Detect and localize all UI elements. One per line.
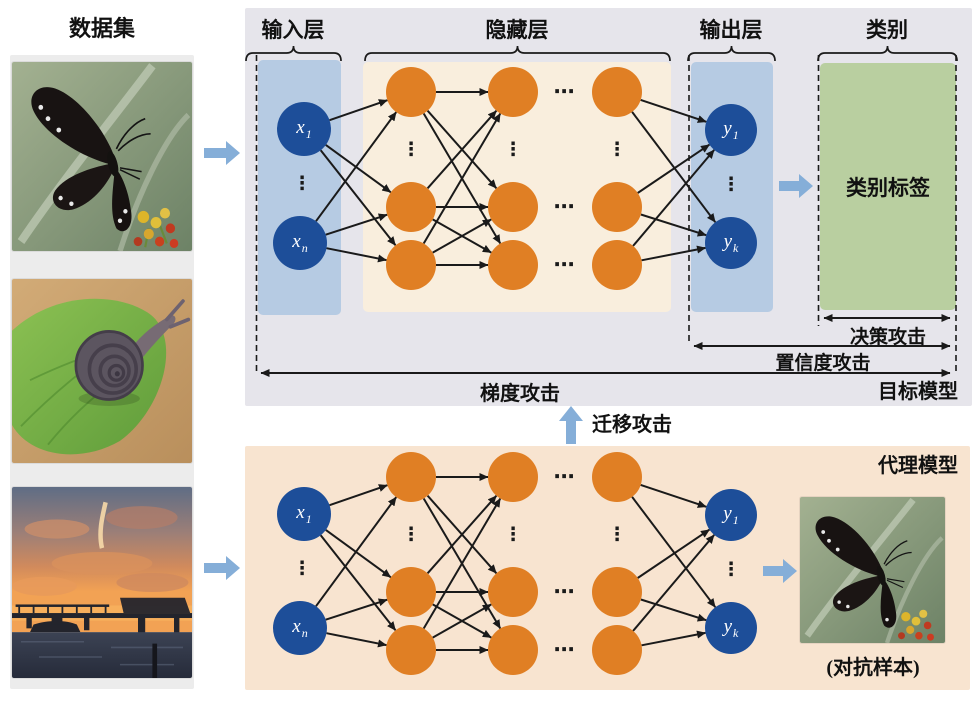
surrogate-hidden-node xyxy=(592,567,642,617)
dataset-title: 数据集 xyxy=(68,16,135,41)
surrogate-output-node-yk: yk xyxy=(705,602,757,654)
layer-braces xyxy=(245,45,958,62)
hidden-layer-label: 隐藏层 xyxy=(485,18,549,42)
vertical-ellipsis: ⋮ xyxy=(292,557,312,580)
butterfly-shape xyxy=(31,87,151,232)
surrogate-output-node-y1: y1 xyxy=(705,489,757,541)
target-hidden-node xyxy=(592,240,642,290)
attack-arrows xyxy=(260,314,951,377)
vertical-ellipsis: ⋮ xyxy=(503,523,523,546)
dataset-to-target-arrow xyxy=(204,141,240,165)
surrogate-input-node-x1: x1 xyxy=(277,487,331,541)
output-to-sample-arrow xyxy=(763,559,797,583)
horizontal-ellipsis: ⋯ xyxy=(553,194,575,219)
surrogate-input-node-xn: xn xyxy=(273,601,327,655)
snail-shape xyxy=(74,299,191,406)
surrogate-hidden-node xyxy=(592,452,642,502)
target-model-label: 目标模型 xyxy=(878,381,958,403)
vertical-ellipsis: ⋮ xyxy=(607,138,627,161)
output-layer-box xyxy=(691,62,773,312)
target-hidden-node xyxy=(386,182,436,232)
target-hidden-node xyxy=(488,67,538,117)
dataset-image-sunset-bridge xyxy=(12,487,192,678)
adversarial-sample-image xyxy=(800,497,945,643)
category-label: 类别 xyxy=(866,18,908,42)
target-hidden-node xyxy=(386,240,436,290)
horizontal-ellipsis: ⋯ xyxy=(553,464,575,489)
adversarial-sample-caption: (对抗样本) xyxy=(826,657,920,679)
horizontal-ellipsis: ⋯ xyxy=(553,252,575,277)
target-hidden-node xyxy=(592,182,642,232)
dataset-image-snail xyxy=(12,279,192,463)
target-hidden-node xyxy=(386,67,436,117)
surrogate-hidden-node xyxy=(488,567,538,617)
category-box xyxy=(820,63,956,310)
surrogate-hidden-node xyxy=(592,625,642,675)
surrogate-network-edges xyxy=(316,477,715,650)
surrogate-hidden-node xyxy=(386,625,436,675)
category-box-text: 类别标签 xyxy=(846,176,930,200)
dashed-guides xyxy=(255,55,957,371)
surrogate-hidden-node xyxy=(488,625,538,675)
vertical-ellipsis: ⋮ xyxy=(721,173,741,196)
target-output-node-y1: y1 xyxy=(705,104,757,156)
vertical-ellipsis: ⋮ xyxy=(401,138,421,161)
target-input-node-xn: xn xyxy=(273,216,327,270)
output-layer-label: 输出层 xyxy=(699,18,763,42)
surrogate-hidden-node xyxy=(386,567,436,617)
surrogate-model-label: 代理模型 xyxy=(878,455,958,477)
target-hidden-node xyxy=(592,67,642,117)
dataset-to-surrogate-arrow xyxy=(204,556,240,580)
output-to-category-arrow xyxy=(779,174,813,198)
flow-arrows xyxy=(204,141,813,583)
transfer-attack-label: 迁移攻击 xyxy=(592,414,672,436)
vertical-ellipsis: ⋮ xyxy=(292,172,312,195)
confidence-attack-label: 置信度攻击 xyxy=(775,353,871,374)
vertical-ellipsis: ⋮ xyxy=(721,558,741,581)
decision-attack-label: 决策攻击 xyxy=(849,327,926,348)
bridge-silhouette xyxy=(12,597,192,636)
surrogate-hidden-node xyxy=(488,452,538,502)
horizontal-ellipsis: ⋯ xyxy=(553,79,575,104)
horizontal-ellipsis: ⋯ xyxy=(553,579,575,604)
target-output-node-yk: yk xyxy=(705,217,757,269)
dataset-image-butterfly xyxy=(12,62,192,251)
surrogate-hidden-node xyxy=(386,452,436,502)
vertical-ellipsis: ⋮ xyxy=(607,523,627,546)
transfer-attack-up-arrow xyxy=(559,406,583,444)
vertical-ellipsis: ⋮ xyxy=(503,138,523,161)
target-input-node-x1: x1 xyxy=(277,102,331,156)
gradient-attack-label: 梯度攻击 xyxy=(480,383,560,405)
horizontal-ellipsis: ⋯ xyxy=(553,637,575,662)
target-hidden-node xyxy=(488,240,538,290)
input-layer-label: 输入层 xyxy=(261,18,325,42)
vertical-ellipsis: ⋮ xyxy=(401,523,421,546)
target-network-edges xyxy=(315,88,717,269)
flowers-shape xyxy=(133,207,179,248)
target-hidden-node xyxy=(488,182,538,232)
